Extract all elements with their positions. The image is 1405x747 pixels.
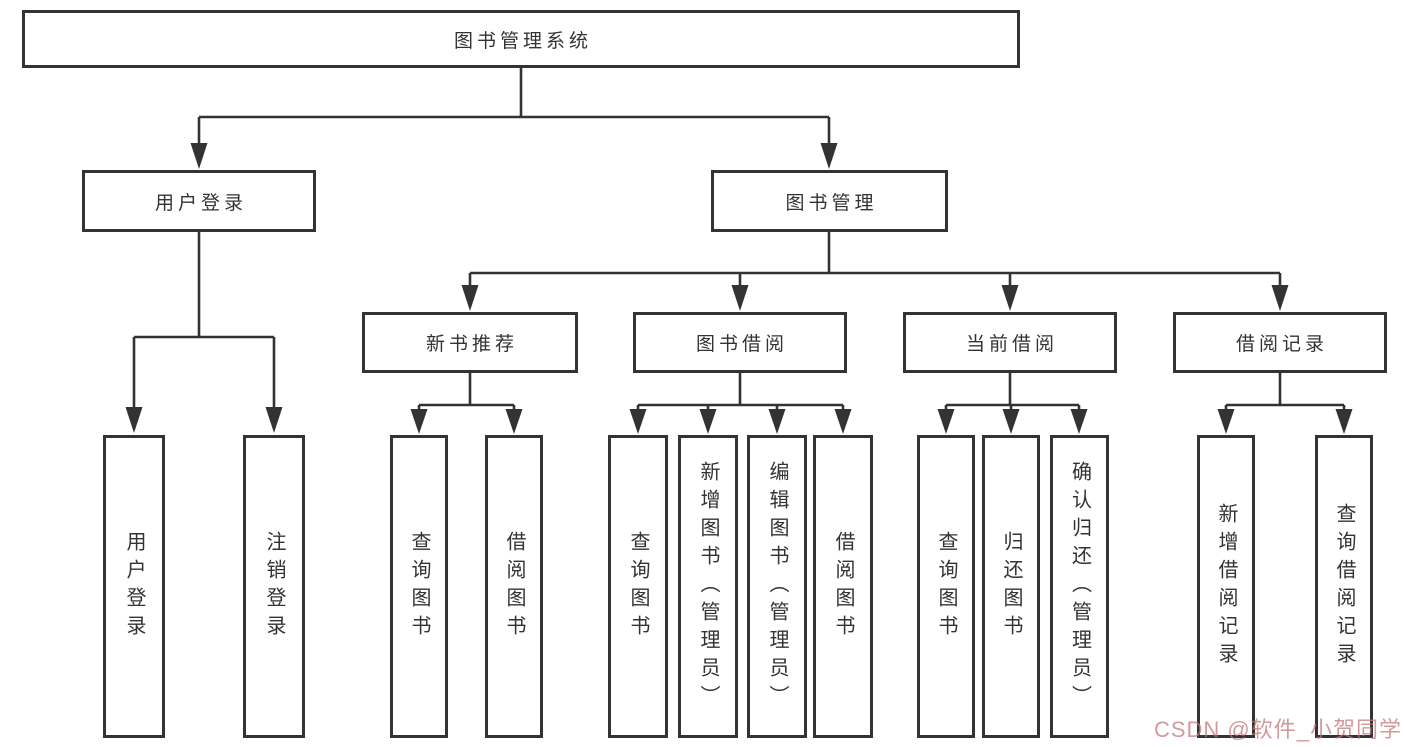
node-leaf-br-add-record: 新增借阅记录 (1197, 435, 1255, 738)
node-leaf-cb-return-books-label: 归还图书 (1000, 530, 1022, 643)
node-borrow-record-label: 借阅记录 (1235, 334, 1328, 355)
node-leaf-bb-add-books-admin-label: 新增图书（管理员） (697, 460, 719, 713)
node-leaf-nbr-borrow-books: 借阅图书 (485, 435, 543, 738)
node-leaf-bb-edit-books-admin-label: 编辑图书（管理员） (766, 460, 788, 713)
node-leaf-bb-edit-books-admin: 编辑图书（管理员） (747, 435, 807, 738)
node-leaf-bb-borrow-books: 借阅图书 (813, 435, 873, 738)
node-leaf-user-login-label: 用户登录 (123, 530, 145, 643)
node-new-book-rec-label: 新书推荐 (425, 334, 518, 355)
node-new-book-rec: 新书推荐 (362, 312, 578, 373)
node-leaf-br-query-record-label: 查询借阅记录 (1333, 502, 1355, 671)
node-leaf-cb-query-books: 查询图书 (917, 435, 975, 738)
node-root: 图书管理系统 (22, 10, 1020, 68)
node-leaf-nbr-query-books: 查询图书 (390, 435, 448, 738)
node-book-borrow: 图书借阅 (633, 312, 847, 373)
node-root-label: 图书管理系统 (453, 30, 592, 52)
node-user-login-label: 用户登录 (154, 192, 247, 214)
node-leaf-user-login: 用户登录 (103, 435, 165, 738)
node-leaf-cb-confirm-return-admin-label: 确认归还（管理员） (1068, 460, 1091, 713)
node-leaf-bb-add-books-admin: 新增图书（管理员） (678, 435, 738, 738)
node-leaf-logout-label: 注销登录 (263, 530, 285, 643)
node-leaf-bb-borrow-books-label: 借阅图书 (832, 530, 854, 643)
node-leaf-bb-query-books: 查询图书 (608, 435, 668, 738)
node-leaf-nbr-borrow-books-label: 借阅图书 (503, 530, 525, 643)
node-user-login: 用户登录 (82, 170, 316, 232)
node-book-mgmt: 图书管理 (711, 170, 948, 232)
node-leaf-cb-confirm-return-admin: 确认归还（管理员） (1050, 435, 1109, 738)
node-current-borrow-label: 当前借阅 (965, 334, 1058, 355)
node-borrow-record: 借阅记录 (1173, 312, 1387, 373)
node-book-mgmt-label: 图书管理 (785, 192, 878, 214)
node-book-borrow-label: 图书借阅 (695, 334, 788, 355)
node-leaf-cb-query-books-label: 查询图书 (935, 530, 957, 643)
node-leaf-bb-query-books-label: 查询图书 (627, 530, 649, 643)
node-leaf-br-query-record: 查询借阅记录 (1315, 435, 1373, 738)
node-leaf-cb-return-books: 归还图书 (982, 435, 1040, 738)
csdn-watermark: CSDN @软件_小贺同学 (1153, 717, 1402, 742)
node-leaf-br-add-record-label: 新增借阅记录 (1215, 502, 1237, 671)
node-current-borrow: 当前借阅 (903, 312, 1117, 373)
node-leaf-logout: 注销登录 (243, 435, 305, 738)
node-leaf-nbr-query-books-label: 查询图书 (408, 530, 430, 643)
